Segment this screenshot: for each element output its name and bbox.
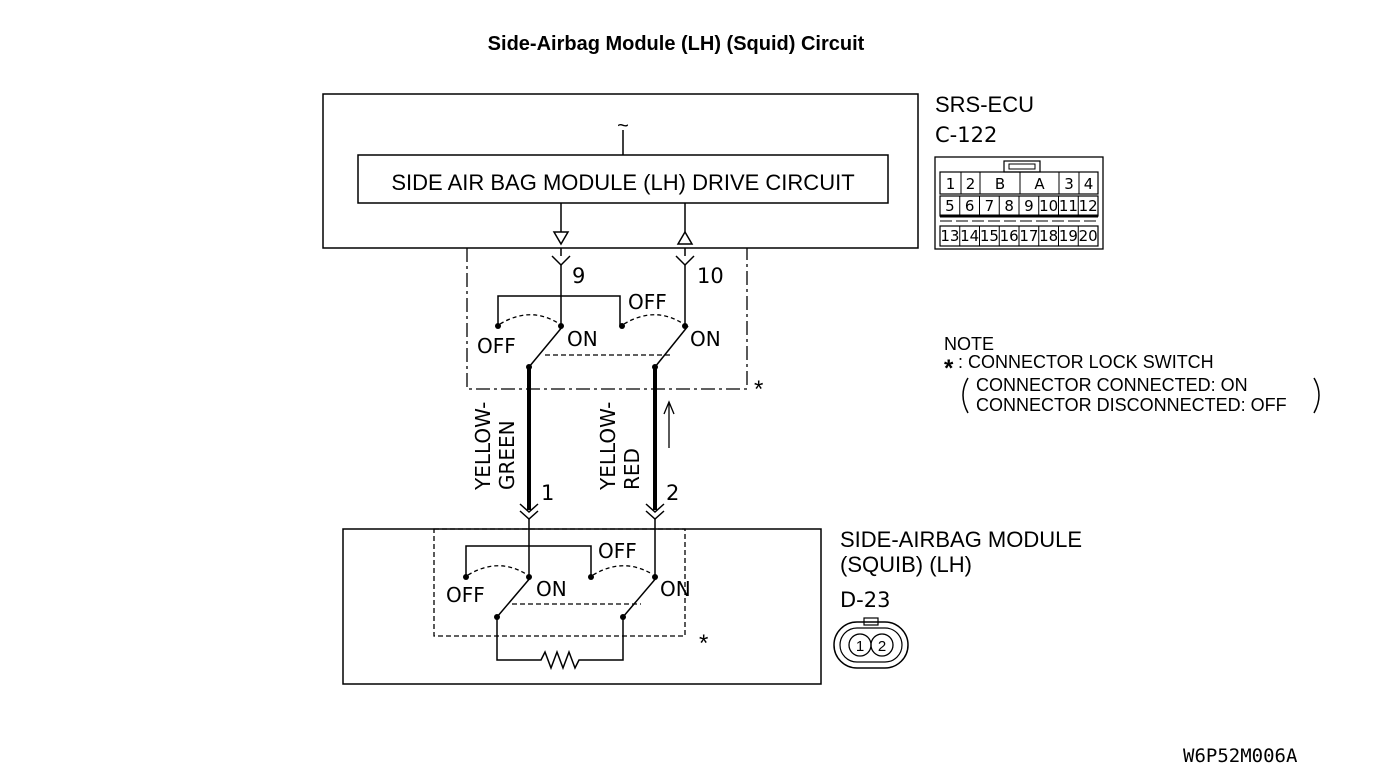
ecu-off-label-upper: OFF xyxy=(628,290,667,314)
connector-pin-6: 6 xyxy=(965,197,975,215)
connector-pin-12: 12 xyxy=(1079,197,1098,215)
connector-pin-14: 14 xyxy=(960,227,979,245)
connector-pin-16: 16 xyxy=(1000,227,1019,245)
module-pin-1: 1 xyxy=(856,638,864,655)
wire-left-color-line1: YELLOW- xyxy=(471,402,495,491)
up-arrow-icon xyxy=(676,230,694,245)
ecu-connector-code: C-122 xyxy=(935,123,997,147)
connector-pin-10: 10 xyxy=(1039,197,1058,215)
module-switch-blade-right xyxy=(622,576,658,618)
terminal-9: 9 xyxy=(572,264,585,288)
module-off-label-left: OFF xyxy=(446,583,485,607)
module-name-line2: (SQUIB) (LH) xyxy=(840,552,972,577)
wire-right-color-line2: RED xyxy=(620,448,644,490)
connector-pin-5: 5 xyxy=(945,197,955,215)
connector-pin-13: 13 xyxy=(940,227,959,245)
connector-pin-B: B xyxy=(995,175,1005,193)
connector-pin-8: 8 xyxy=(1004,197,1014,215)
srs-ecu-box xyxy=(322,93,919,249)
connector-pin-4: 4 xyxy=(1084,175,1094,193)
drive-circuit-label: SIDE AIR BAG MODULE (LH) DRIVE CIRCUIT xyxy=(391,170,854,195)
terminal-10: 10 xyxy=(697,264,724,288)
note-heading: NOTE xyxy=(944,334,994,354)
diagram-title: Side-Airbag Module (LH) (Squid) Circuit xyxy=(488,33,865,55)
ecu-on-label-right: ON xyxy=(690,327,721,351)
connector-pin-18: 18 xyxy=(1039,227,1058,245)
note-paren-right xyxy=(1313,377,1320,414)
note-line2: CONNECTOR CONNECTED: ON xyxy=(976,375,1248,395)
module-on-label-right: ON xyxy=(660,577,691,601)
ecu-lock-switch-boundary xyxy=(466,248,748,390)
connector-pin-15: 15 xyxy=(980,227,999,245)
note-asterisk: * xyxy=(944,355,954,382)
connector-pin-7: 7 xyxy=(985,197,995,215)
module-switch-asterisk: * xyxy=(699,630,708,657)
down-arrow-icon xyxy=(552,231,570,246)
module-pin-2: 2 xyxy=(878,638,886,655)
module-connector-code: D-23 xyxy=(840,588,890,612)
note-paren-left xyxy=(962,377,969,414)
module-on-label-left: ON xyxy=(536,577,567,601)
connector-pin-11: 11 xyxy=(1059,197,1078,215)
module-switch-blade-left xyxy=(496,576,532,618)
connector-pin-9: 9 xyxy=(1024,197,1034,215)
note-line3: CONNECTOR DISCONNECTED: OFF xyxy=(976,395,1287,415)
terminal-10-fork xyxy=(675,255,695,267)
connector-pin-19: 19 xyxy=(1059,227,1078,245)
wire-left-color-line2: GREEN xyxy=(495,420,519,490)
connector-pin-3: 3 xyxy=(1064,175,1074,193)
connector-pin-A: A xyxy=(1034,175,1045,193)
connector-pin-1: 1 xyxy=(946,175,956,193)
ecu-name: SRS-ECU xyxy=(935,92,1034,117)
tilde-symbol: ~ xyxy=(617,115,629,137)
ecu-switch-blade-left xyxy=(528,325,564,368)
squib-resistor-icon xyxy=(496,617,624,671)
terminal-9-fork xyxy=(551,255,571,267)
figure-code: W6P52M006A xyxy=(1183,745,1298,767)
ecu-switch-asterisk: * xyxy=(754,376,763,403)
ecu-switch-blade-right xyxy=(654,325,689,368)
terminal-1: 1 xyxy=(541,481,554,505)
module-name-line1: SIDE-AIRBAG MODULE xyxy=(840,527,1082,552)
note-line1: : CONNECTOR LOCK SWITCH xyxy=(958,352,1214,372)
connector-pin-2: 2 xyxy=(966,175,976,193)
module-connector-face: 1 2 xyxy=(833,617,909,669)
connector-pin-20: 20 xyxy=(1079,227,1098,245)
module-off-label-upper: OFF xyxy=(598,539,637,563)
ecu-on-label-left: ON xyxy=(567,327,598,351)
module-lock-switch-boundary xyxy=(433,528,686,637)
wire-right-color-line1: YELLOW- xyxy=(596,402,620,491)
connector-pin-17: 17 xyxy=(1019,227,1038,245)
terminal-2: 2 xyxy=(666,481,679,505)
ecu-off-label-left: OFF xyxy=(477,334,516,358)
